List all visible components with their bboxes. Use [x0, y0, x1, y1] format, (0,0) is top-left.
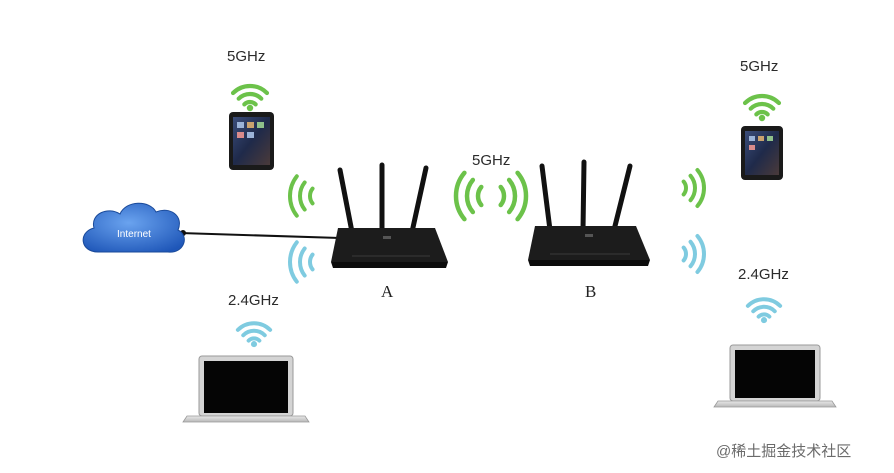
wifi-signal-icon	[288, 174, 315, 218]
wifi-signal-icon	[453, 170, 484, 222]
internet-cloud-icon: Internet	[82, 202, 185, 253]
router-label-a: A	[381, 282, 394, 301]
wifi-signal-icon	[230, 83, 270, 112]
wifi-signal-icon	[742, 93, 782, 122]
laptop-icon	[182, 355, 310, 423]
router-label-b: B	[585, 282, 597, 301]
wifi-signal-icon	[745, 297, 783, 324]
router-icon	[331, 162, 448, 268]
tablet-icon	[229, 112, 274, 170]
laptop-icon	[713, 344, 837, 408]
band-label-5ghz: 5GHz	[472, 152, 511, 169]
ethernet-cable	[179, 232, 341, 239]
band-label-5ghz: 5GHz	[740, 58, 779, 75]
band-label-2-4ghz: 2.4GHz	[228, 292, 279, 309]
watermark: @稀土掘金技术社区	[716, 443, 852, 460]
cloud-label: Internet	[117, 229, 151, 240]
band-label-2-4ghz: 2.4GHz	[738, 266, 789, 283]
wifi-signal-icon	[681, 168, 706, 208]
tablet-icon	[741, 126, 783, 180]
router-icon	[528, 159, 650, 266]
wifi-signal-icon	[235, 321, 273, 348]
wifi-signal-icon	[498, 170, 529, 222]
wifi-signal-icon	[681, 234, 706, 274]
band-label-5ghz: 5GHz	[227, 48, 266, 65]
wifi-signal-icon	[288, 240, 315, 284]
